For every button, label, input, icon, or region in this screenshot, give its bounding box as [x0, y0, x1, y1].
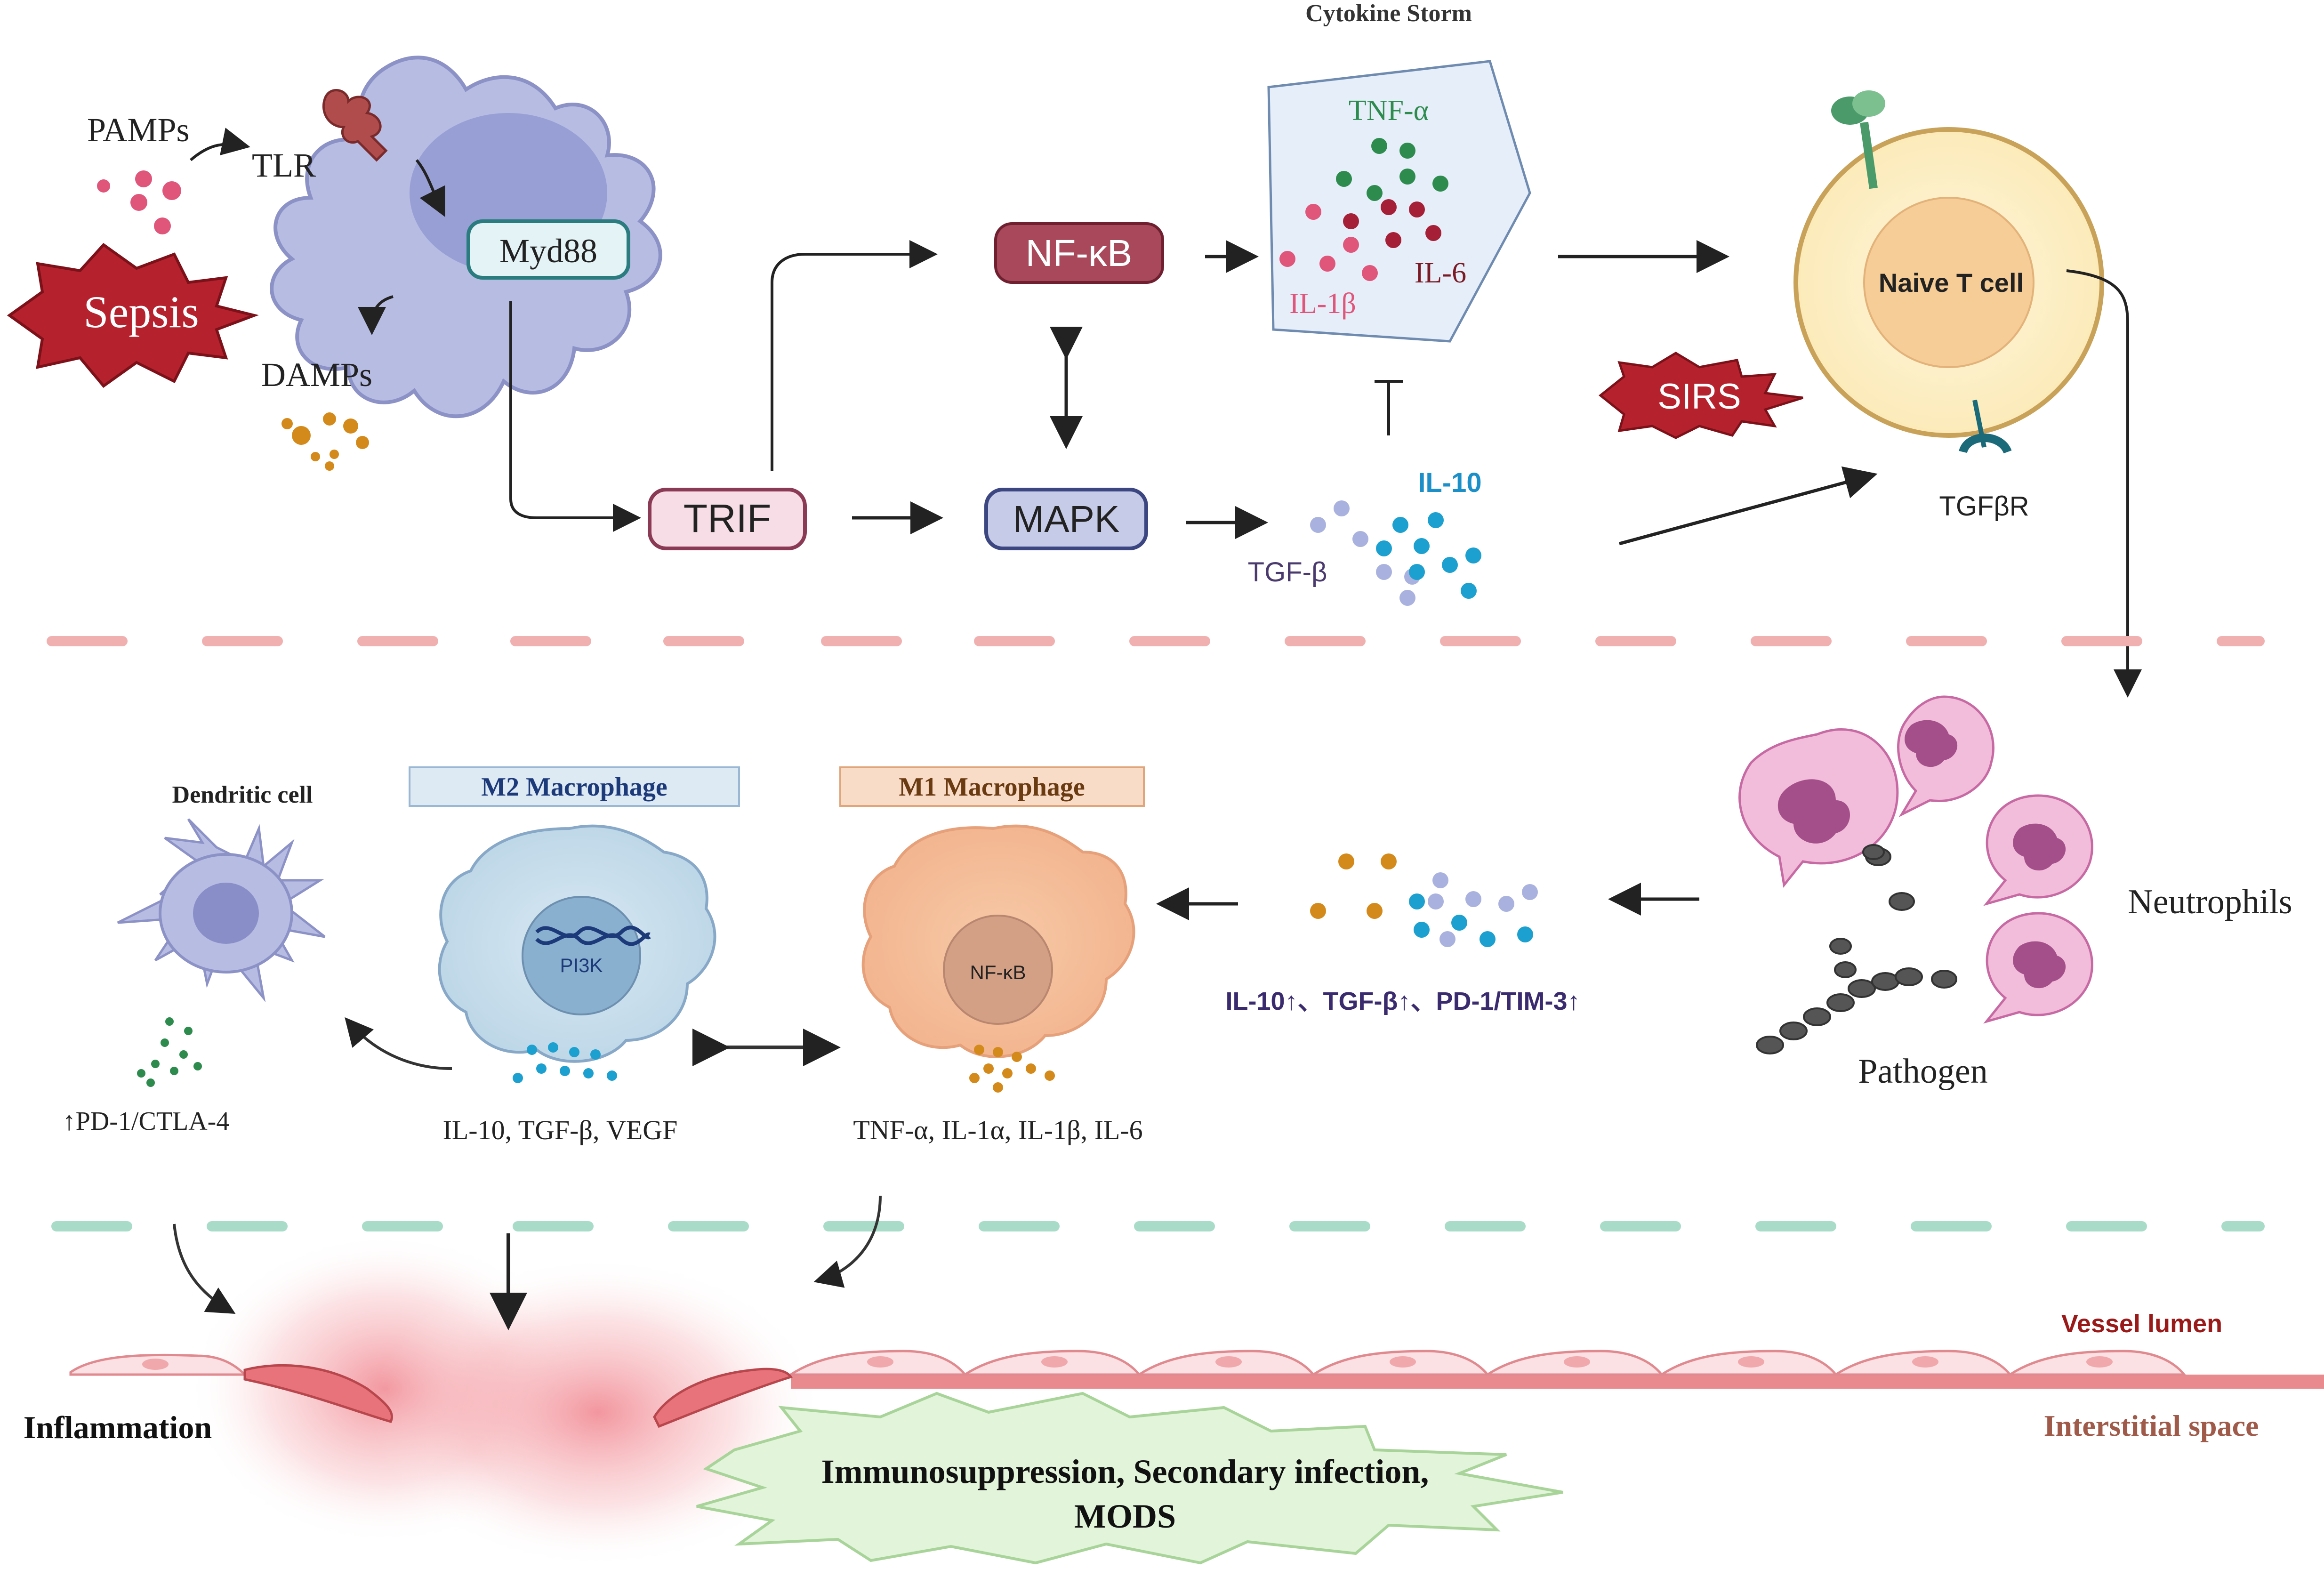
trif-to-nfkb-arrow	[771, 240, 938, 471]
pamps-particles	[97, 170, 181, 234]
m2-nucleus	[522, 896, 641, 1015]
suppression-markers-label: IL-10↑、TGF-β↑、PD-1/TIM-3↑	[1226, 987, 1580, 1015]
tlr-label: TLR	[252, 146, 316, 184]
dc-to-vessel-arrow	[173, 1223, 236, 1314]
sepsis-starburst: Sepsis	[7, 243, 259, 388]
damps-particles	[281, 412, 369, 471]
damaged-endothelial-cell	[653, 1368, 793, 1428]
dc-markers-label: ↑PD-1/CTLA-4	[63, 1107, 230, 1136]
il1beta-label: IL-1β	[1289, 288, 1356, 320]
tlr-receptor-icon	[322, 89, 388, 162]
il6-label: IL-6	[1415, 257, 1466, 289]
neutrophil-cell	[1738, 728, 1899, 888]
m1-macrophage-label: M1 Macrophage	[899, 772, 1085, 802]
pathogen-label: Pathogen	[1858, 1052, 1987, 1091]
dendritic-cell	[117, 818, 326, 1087]
neutrophils-label: Neutrophils	[2128, 883, 2292, 921]
inflammation-label: Inflammation	[24, 1409, 212, 1445]
interstitial-space-label: Interstitial space	[2044, 1409, 2259, 1442]
outcome-starburst: Immunosuppression, Secondary infection, …	[696, 1392, 1563, 1565]
tgfbeta-particles	[1310, 500, 1420, 606]
sirs-label: SIRS	[1657, 377, 1741, 417]
neutrophil-cell	[1983, 794, 2093, 906]
trif-node: TRIF	[648, 488, 807, 550]
il10-to-tcell-arrow	[1619, 466, 1878, 546]
m2-to-dc-arrow	[345, 1017, 452, 1070]
m1-secreted-particles	[969, 1045, 1055, 1093]
vessel-wall	[69, 1350, 2324, 1428]
tgfbeta-label: TGF-β	[1248, 557, 1327, 587]
cytokine-storm-panel: TNF-α IL-6 IL-1β	[1267, 60, 1531, 343]
damaged-endothelial-cell	[243, 1364, 394, 1423]
m1-nucleus-label: NF-κB	[970, 961, 1026, 983]
il1beta-particles	[1279, 204, 1378, 281]
neutrophil-cell	[1897, 695, 1994, 818]
tgfbr-receptor-icon	[1959, 400, 2012, 454]
damps-label: DAMPs	[261, 356, 372, 394]
tnf-alpha-label: TNF-α	[1349, 95, 1429, 127]
m1-nucleus	[943, 915, 1053, 1025]
naive-t-cell-label: Naive T cell	[1879, 268, 2024, 298]
m2-header	[409, 766, 740, 807]
nfkb-node: NF-κB	[994, 222, 1164, 284]
naive-t-cell: Naive T cell	[1793, 90, 2104, 454]
myd88-to-damps-arrow	[358, 295, 394, 335]
tnf-particles	[1336, 138, 1448, 201]
outcome-line2: MODS	[1074, 1497, 1176, 1535]
dna-strand	[535, 932, 651, 946]
il10-particles	[1376, 512, 1481, 599]
pamps-label: PAMPs	[87, 111, 190, 149]
neutrophil-cell	[1983, 912, 2093, 1024]
m2-nucleus-label: PI3K	[560, 954, 603, 976]
neutrophils-cluster	[1738, 695, 2093, 1024]
pathogen-chain	[1756, 844, 1957, 1054]
vessel-lumen-label: Vessel lumen	[2061, 1310, 2222, 1338]
m2-macrophage-label: M2 Macrophage	[481, 772, 667, 802]
myd88-node: Myd88	[466, 219, 630, 280]
dc-secreted-particles	[137, 1017, 202, 1087]
trif-label: TRIF	[684, 496, 772, 540]
myd88-label: Myd88	[499, 232, 597, 270]
tcr-receptor-icon	[1831, 90, 1885, 189]
m2-cytokines-label: IL-10, TGF-β, VEGF	[443, 1115, 678, 1145]
dna-icon	[535, 925, 651, 940]
nfkb-label: NF-κB	[1026, 232, 1133, 274]
m1-macrophage-panel: M1 Macrophage NF-κB	[839, 766, 1145, 1093]
sepsis-label: Sepsis	[83, 287, 199, 337]
m1-header	[839, 766, 1145, 807]
mapk-node: MAPK	[984, 488, 1148, 550]
m2-secreted-particles	[513, 1042, 617, 1083]
mapk-label: MAPK	[1013, 498, 1120, 540]
cytokine-storm-title: Cytokine Storm	[1305, 0, 1472, 27]
suppression-particles	[1310, 853, 1538, 947]
outcome-line1: Immunosuppression, Secondary infection,	[821, 1453, 1429, 1490]
il10-label: IL-10	[1418, 467, 1481, 498]
dendritic-cell-label: Dendritic cell	[172, 781, 313, 808]
myd88-to-trif-arrow	[509, 301, 641, 532]
inflammation-glow	[372, 1257, 824, 1568]
il6-particles	[1343, 199, 1441, 248]
tcell-to-neutrophils-arrow	[2066, 269, 2142, 698]
tgfbr-label: TGFβR	[1939, 491, 2029, 522]
pamps-to-tlr-arrow	[190, 128, 250, 161]
m1-to-vessel-arrow	[813, 1195, 882, 1288]
m2-macrophage-panel: M2 Macrophage PI3K	[409, 766, 740, 1083]
sirs-starburst: SIRS	[1598, 352, 1803, 439]
tlr-to-myd88-arrow	[415, 159, 445, 217]
m1-cytokines-label: TNF-α, IL-1α, IL-1β, IL-6	[853, 1115, 1142, 1145]
